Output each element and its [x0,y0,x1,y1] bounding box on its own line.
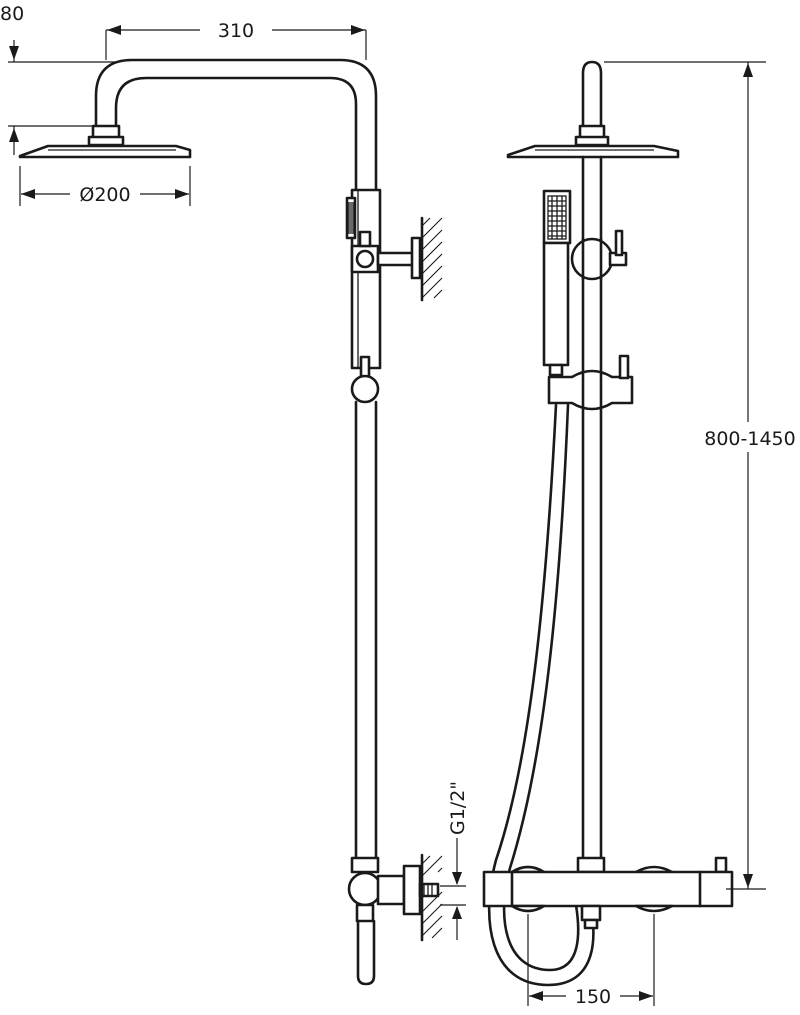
head-diameter-label: Ø200 [79,184,130,206]
mixer-body [482,870,734,908]
hand-shower [542,189,572,377]
side-view [18,58,443,986]
thread-size-label: G1/2" [447,781,469,835]
wall-hatch-upper [420,216,443,302]
arm-reach-label: 310 [218,20,254,42]
mixer-side [347,864,440,986]
overhead-arm-inner [114,76,358,192]
front-view [482,60,734,987]
wall-bracket [350,230,422,280]
slider-knob [350,374,380,404]
dimension-head-offset: 80 [0,3,118,155]
inlet-spacing-label: 150 [575,986,611,1008]
thermostatic-mixer [482,856,734,930]
riser-top-cap [581,60,603,130]
dimension-height-range: 800-1450 [604,61,796,890]
shower-head [18,144,192,159]
dimension-head-diameter: Ø200 [19,166,191,206]
lower-riser-tube [354,400,378,860]
height-range-label: 800-1450 [704,428,795,450]
tube-coupling [350,856,380,874]
wall-hatch-lower [420,853,443,942]
wall-bracket-front [570,229,628,281]
dimension-arm-reach: 310 [105,20,367,60]
hand-shower-holder [547,354,634,411]
overhead-arm [94,58,378,192]
dimension-thread: G1/2" [440,781,469,940]
head-offset-label: 80 [0,3,24,25]
shower-head-front [506,144,680,159]
dimension-inlet-spacing: 150 [527,914,655,1008]
